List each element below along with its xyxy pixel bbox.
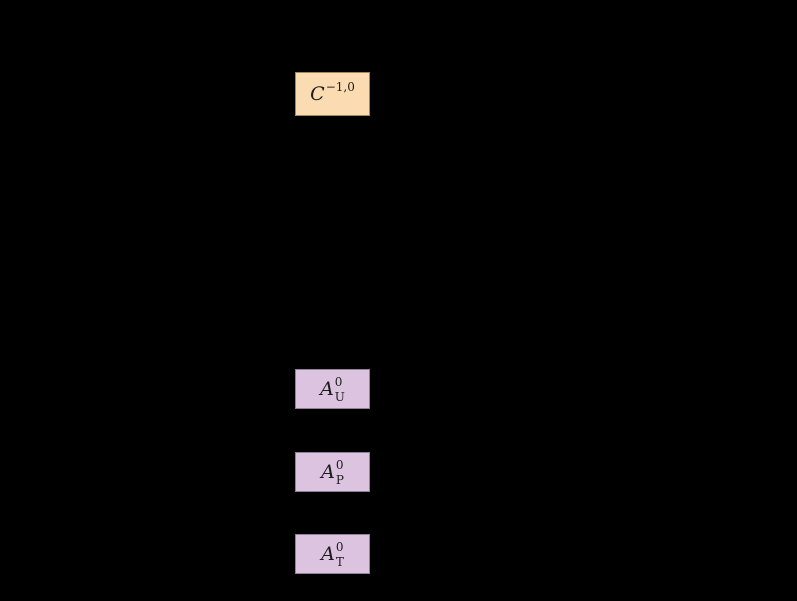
- node-a0-p: A 0 P: [295, 452, 370, 492]
- node-c-minus1-0: C −1,0: [295, 72, 370, 116]
- node-label: A 0 T: [321, 541, 344, 568]
- node-label-scripts: −1,0: [326, 81, 355, 108]
- node-label-superscript: 0: [334, 374, 343, 389]
- node-label-base: A: [321, 542, 335, 565]
- node-label: A 0 U: [320, 376, 345, 403]
- node-label-subscript: U: [334, 389, 345, 404]
- node-a0-t: A 0 T: [295, 534, 370, 574]
- node-label-scripts: 0 T: [336, 541, 344, 568]
- node-a0-u: A 0 U: [295, 369, 370, 409]
- node-label-superscript: 0: [335, 539, 344, 554]
- node-label-superscript: −1,0: [325, 79, 355, 94]
- node-label-subscript: T: [335, 554, 344, 569]
- node-label: A 0 P: [321, 459, 344, 486]
- node-label-base: A: [320, 377, 334, 400]
- node-label: C −1,0: [310, 81, 355, 108]
- node-label-base: C: [310, 82, 325, 105]
- node-label-superscript: 0: [335, 457, 344, 472]
- node-label-scripts: 0 P: [336, 459, 344, 486]
- node-label-base: A: [321, 460, 335, 483]
- node-label-subscript: P: [335, 472, 344, 487]
- node-label-scripts: 0 U: [335, 376, 345, 403]
